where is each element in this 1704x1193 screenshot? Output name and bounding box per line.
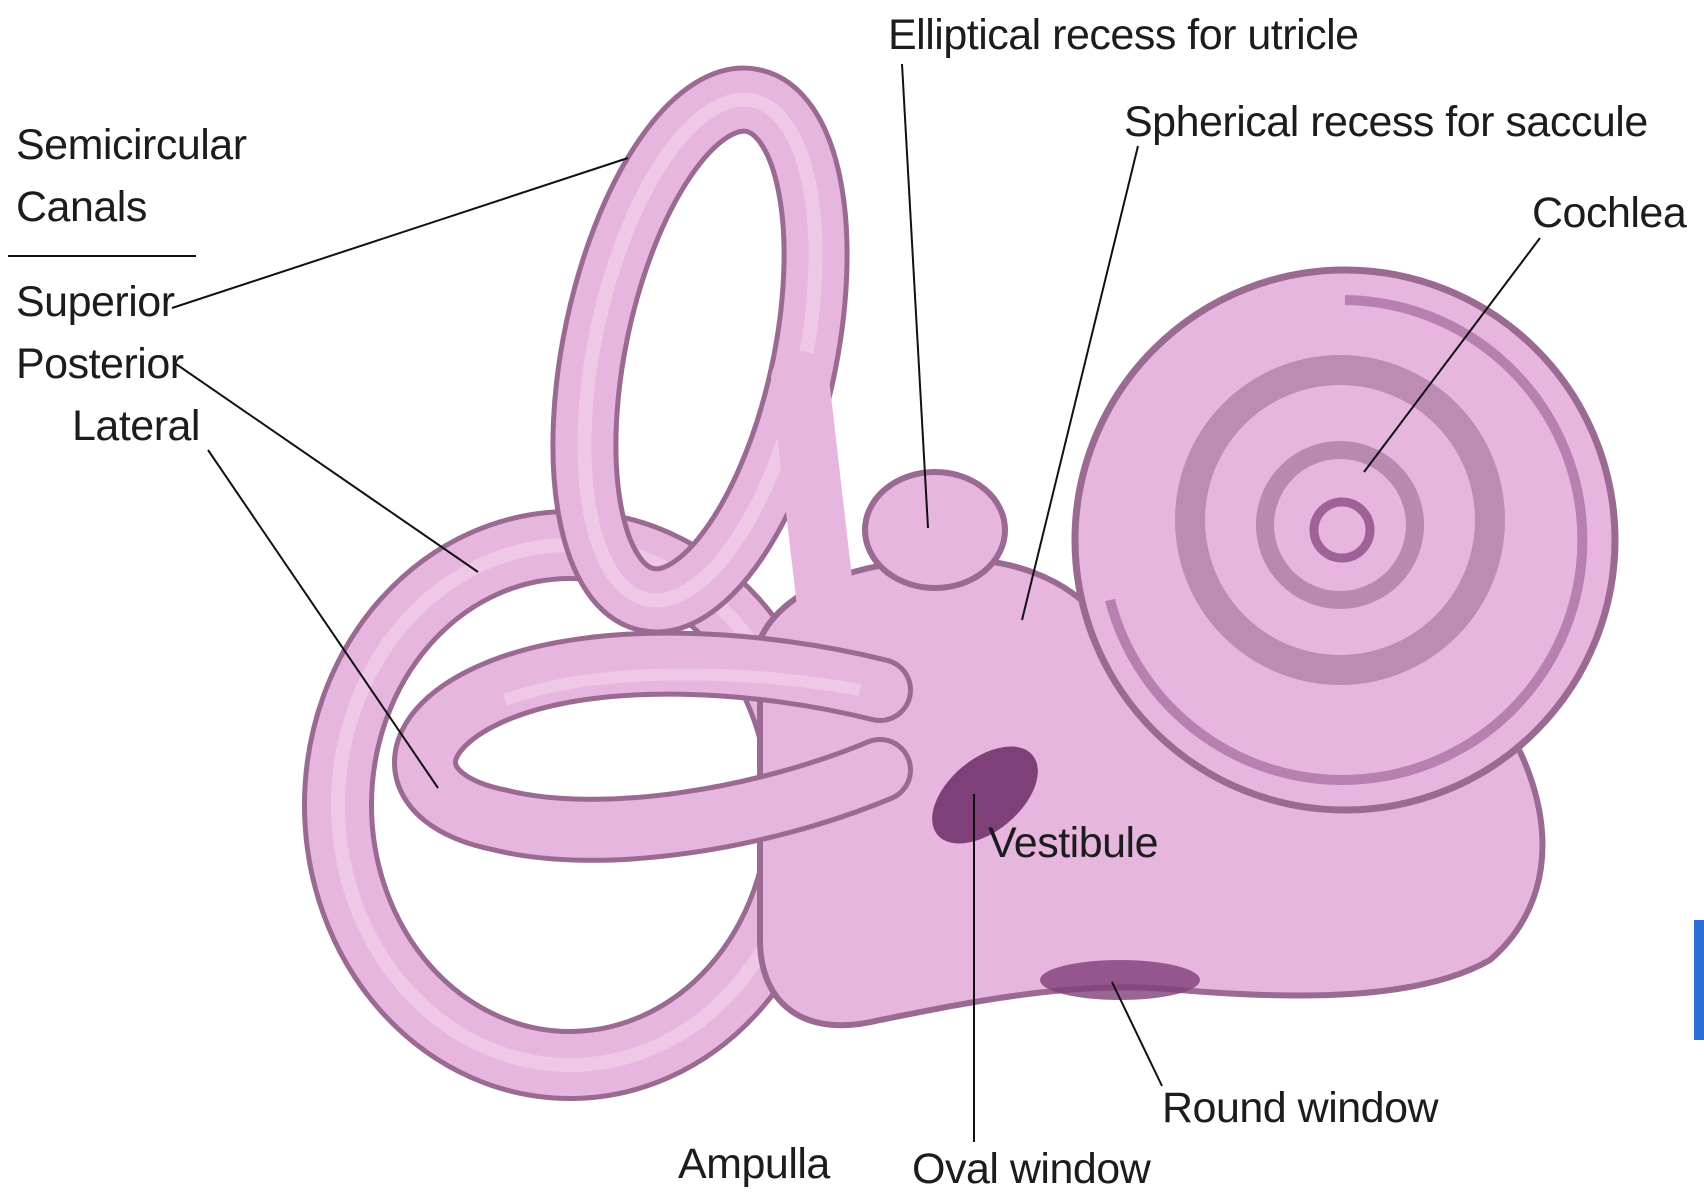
label-ampulla: Ampulla xyxy=(678,1143,830,1186)
heading-divider xyxy=(8,255,196,257)
heading-line-1: Semicircular xyxy=(16,124,247,167)
cochlea-body xyxy=(1075,270,1615,810)
label-cochlea: Cochlea xyxy=(1532,192,1686,235)
label-oval-window: Oval window xyxy=(912,1148,1150,1191)
common-crus xyxy=(800,380,830,640)
bony-labyrinth xyxy=(338,79,1615,1065)
label-vestibule: Vestibule xyxy=(988,822,1158,865)
leader-superior xyxy=(172,158,628,308)
heading-line-2: Canals xyxy=(16,186,147,229)
label-superior: Superior xyxy=(16,281,175,324)
round-window-shape xyxy=(1040,960,1200,1000)
right-edge-band xyxy=(1694,920,1704,1040)
label-elliptical-recess: Elliptical recess for utricle xyxy=(888,14,1359,57)
leader-elliptical xyxy=(902,64,928,528)
utricle-recess xyxy=(865,472,1005,588)
label-round-window: Round window xyxy=(1162,1087,1438,1130)
label-posterior: Posterior xyxy=(16,343,184,386)
label-spherical-recess: Spherical recess for saccule xyxy=(1124,101,1648,144)
label-lateral: Lateral xyxy=(72,405,200,448)
